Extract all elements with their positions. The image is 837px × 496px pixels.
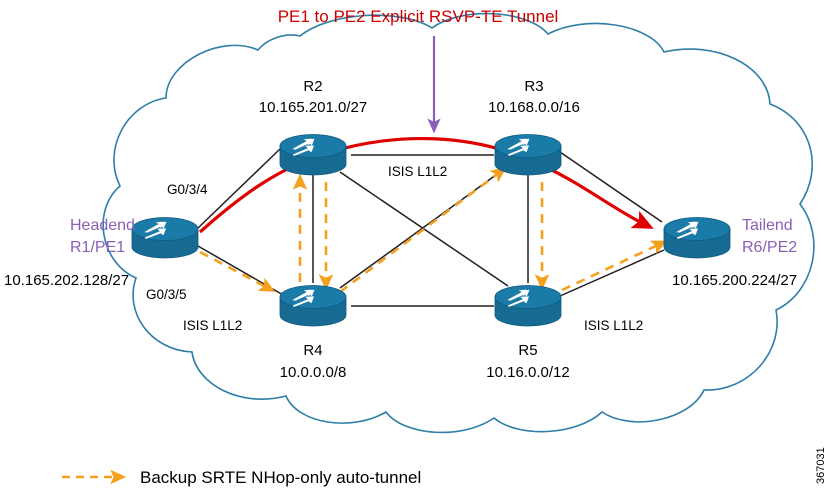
node-label-r2: R2: [303, 78, 322, 95]
node-label-r3: R3: [524, 78, 543, 95]
node-address-r6: 10.165.200.224/27: [672, 272, 797, 289]
network-cloud: [102, 12, 815, 434]
router-icon: [279, 134, 347, 176]
protocol-label-isis-r5-r6: ISIS L1L2: [584, 318, 643, 333]
figure-id: 367031: [815, 447, 827, 484]
interface-label-g0-3-5: G0/3/5: [146, 287, 187, 302]
node-role-r1-line1: Headend: [70, 217, 135, 234]
router-r3[interactable]: [494, 134, 562, 176]
node-address-r4: 10.0.0.0/8: [280, 364, 347, 381]
node-role-r6-line2: R6/PE2: [742, 239, 797, 256]
rsvp-te-tunnel-path: [198, 136, 654, 234]
link-r5-r6: [559, 249, 665, 297]
legend: Backup SRTE NHop-only auto-tunnel: [62, 468, 421, 487]
protocol-label-isis-r1-r4: ISIS L1L2: [183, 318, 242, 333]
node-role-r6-line1: Tailend: [742, 217, 793, 234]
backup-r5-r6: [561, 240, 668, 292]
link-r1-r2: [197, 147, 282, 229]
router-r1[interactable]: [131, 217, 199, 259]
node-role-r1-line2: R1/PE1: [70, 239, 125, 256]
router-r5[interactable]: [494, 285, 562, 327]
diagram-title: PE1 to PE2 Explicit RSVP-TE Tunnel: [278, 7, 559, 26]
router-icon: [279, 285, 347, 327]
router-icon: [494, 134, 562, 176]
interface-label-g0-3-4: G0/3/4: [167, 182, 208, 197]
backup-r4-r3: [339, 167, 507, 294]
link-r3-r6: [559, 151, 663, 223]
legend-label: Backup SRTE NHop-only auto-tunnel: [140, 468, 421, 487]
protocol-label-isis-r2-r3: ISIS L1L2: [388, 164, 447, 179]
node-address-r3: 10.168.0.0/16: [488, 99, 580, 116]
router-r2[interactable]: [279, 134, 347, 176]
router-icon: [663, 217, 731, 259]
backup-r1-r4: [199, 250, 276, 292]
router-r6[interactable]: [663, 217, 731, 259]
router-icon: [131, 217, 199, 259]
backup-srte-tunnels: [199, 167, 668, 294]
node-label-r4: R4: [303, 342, 322, 359]
node-label-r5: R5: [518, 342, 537, 359]
router-r4[interactable]: [279, 285, 347, 327]
router-icon: [494, 285, 562, 327]
node-address-r2: 10.165.201.0/27: [259, 99, 367, 116]
node-address-r1: 10.165.202.128/27: [4, 272, 129, 289]
node-address-r5: 10.16.0.0/12: [486, 364, 569, 381]
